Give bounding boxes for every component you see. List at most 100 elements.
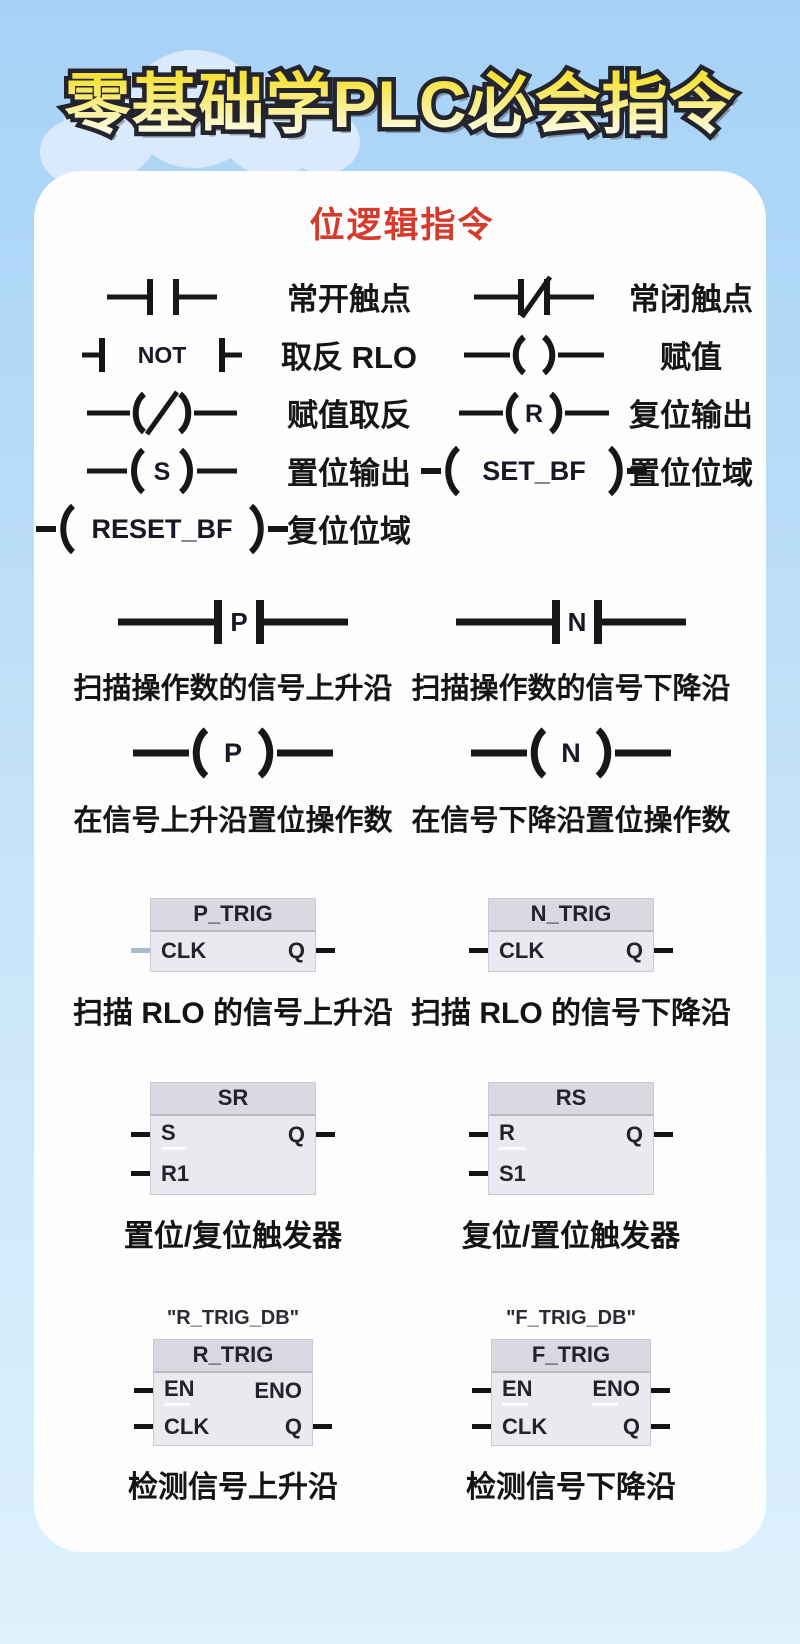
n-label: N	[568, 607, 587, 637]
section-heading: 位逻辑指令	[309, 205, 495, 245]
not-contact-symbol: NOT	[64, 326, 259, 384]
set-bf-label: SET_BF	[482, 456, 586, 486]
set-bitfield-coil-symbol: SET_BF	[421, 442, 647, 500]
output-stub	[313, 1423, 332, 1429]
input-stub	[472, 1423, 491, 1429]
r-trig-column: "R_TRIG_DB" R_TRIG EN ENO CLK Q 检测信号上升沿	[64, 1307, 402, 1506]
f-trig-block: F_TRIG EN ENO CLK Q	[472, 1338, 670, 1446]
r-trig-caption: 检测信号上升沿	[128, 1470, 338, 1504]
coil-set-bf-icon: SET_BF	[421, 445, 647, 496]
pin-en: EN	[502, 1376, 533, 1406]
block-title: F_TRIG	[492, 1339, 650, 1373]
block-title: SR	[151, 1082, 315, 1116]
p-trig-caption: 扫描 RLO 的信号上升沿	[73, 996, 393, 1030]
n-label: N	[561, 738, 581, 768]
pin-s1: S1	[499, 1161, 526, 1187]
instruction-label: 取反 RLO	[280, 340, 418, 376]
pin-q: Q	[287, 938, 305, 964]
input-stub	[134, 1423, 153, 1429]
set-falling-caption: 在信号下降沿置位操作数	[411, 804, 731, 837]
rf-trig-blocks-row: "R_TRIG_DB" R_TRIG EN ENO CLK Q 检测信号上升沿 …	[64, 1307, 740, 1506]
instruction-label: 赋值	[660, 340, 722, 376]
instruction-label: 常开触点	[287, 282, 411, 318]
n-trig-block: N_TRIG CLK Q	[469, 897, 673, 972]
block-title: RS	[489, 1082, 653, 1116]
output-stub	[651, 1387, 670, 1393]
contact-closed-icon	[474, 275, 594, 319]
input-stub	[131, 1132, 150, 1138]
negate-assign-coil-symbol	[64, 384, 259, 442]
pin-eno: ENO	[592, 1376, 640, 1406]
coil-n-icon: N	[471, 726, 671, 779]
f-trig-caption: 检测信号下降沿	[466, 1470, 676, 1504]
contact-p-icon: P	[118, 599, 348, 644]
pin-s: S	[161, 1120, 187, 1150]
input-stub	[131, 1171, 150, 1177]
reset-coil-symbol: R	[439, 384, 629, 442]
n-contact-symbol: N	[402, 592, 740, 652]
block-title: N_TRIG	[489, 898, 653, 932]
normally-closed-contact-symbol	[439, 268, 629, 326]
sr-caption: 置位/复位触发器	[123, 1219, 343, 1253]
pin-r1: R1	[161, 1161, 190, 1187]
s-label: S	[153, 458, 170, 486]
coil-icon	[464, 334, 604, 375]
input-stub	[469, 948, 488, 954]
input-stub	[469, 1132, 488, 1138]
content-card: 位逻辑指令 常开触点 常闭触点	[34, 170, 766, 1552]
coil-p-icon: P	[133, 726, 333, 779]
not-contact-icon: NOT	[81, 337, 242, 372]
p-trig-column: P_TRIG CLK Q 扫描 RLO 的信号上升沿	[64, 897, 402, 1032]
normally-open-contact-symbol	[64, 268, 259, 326]
instruction-label: 复位输出	[629, 398, 753, 434]
input-stub	[472, 1387, 491, 1393]
input-stub	[134, 1387, 153, 1393]
page-title-text: 零基础学PLC必会指令	[20, 68, 780, 141]
not-label: NOT	[137, 342, 186, 368]
f-trig-instance-label: "F_TRIG_DB"	[505, 1306, 637, 1329]
pin-clk: CLK	[164, 1413, 210, 1439]
r-trig-instance-label: "R_TRIG_DB"	[166, 1306, 300, 1329]
latch-blocks-row: SR S Q R1 置位/复位触发器 RS	[64, 1081, 740, 1255]
r-label: R	[525, 400, 543, 428]
assign-coil-symbol	[439, 326, 629, 384]
output-stub	[654, 948, 673, 954]
trig-blocks-row: P_TRIG CLK Q 扫描 RLO 的信号上升沿 N_TRIG CLK Q	[64, 897, 740, 1032]
block-title: R_TRIG	[154, 1339, 312, 1373]
coil-r-icon: R	[459, 391, 609, 434]
sr-column: SR S Q R1 置位/复位触发器	[64, 1081, 402, 1255]
output-stub	[316, 1132, 335, 1138]
reset-bitfield-coil-symbol: RESET_BF	[35, 500, 288, 558]
r-trig-block: R_TRIG EN ENO CLK Q	[134, 1338, 332, 1446]
pin-r: R	[499, 1120, 525, 1150]
coil-slash-icon	[86, 390, 237, 436]
pin-q: Q	[284, 1413, 302, 1439]
pin-q: Q	[625, 1122, 643, 1148]
contact-n-icon: N	[456, 599, 686, 644]
p-coil-symbol: P	[64, 722, 402, 784]
contact-open-icon	[106, 278, 217, 315]
sr-block: SR S Q R1	[131, 1081, 335, 1195]
pin-q: Q	[622, 1413, 640, 1439]
page-title-outline: 零基础学PLC必会指令	[20, 63, 780, 144]
p-label: P	[230, 607, 247, 637]
pin-clk: CLK	[502, 1413, 548, 1439]
n-coil-symbol: N	[402, 722, 740, 784]
rs-caption: 复位/置位触发器	[461, 1219, 681, 1253]
coil-s-icon: S	[86, 447, 237, 494]
pin-clk: CLK	[161, 938, 207, 964]
instruction-label: 赋值取反	[287, 398, 411, 434]
edge-section: P N 扫描操作数的信号上升沿 扫描操作数的信号下降沿	[64, 592, 740, 840]
n-trig-caption: 扫描 RLO 的信号下降沿	[411, 996, 731, 1030]
rs-column: RS R Q S1 复位/置位触发器	[402, 1081, 740, 1255]
instruction-label: 置位输出	[287, 456, 411, 492]
pin-en: EN	[164, 1376, 195, 1406]
set-rising-caption: 在信号上升沿置位操作数	[73, 804, 393, 837]
input-stub	[469, 1171, 488, 1177]
p-trig-block: P_TRIG CLK Q	[131, 897, 335, 972]
page-title: 零基础学PLC必会指令 零基础学PLC必会指令	[20, 63, 780, 144]
reset-bf-label: RESET_BF	[91, 514, 232, 544]
instruction-label: 置位位域	[629, 456, 753, 492]
input-stub	[131, 948, 150, 954]
pin-q: Q	[287, 1122, 305, 1148]
